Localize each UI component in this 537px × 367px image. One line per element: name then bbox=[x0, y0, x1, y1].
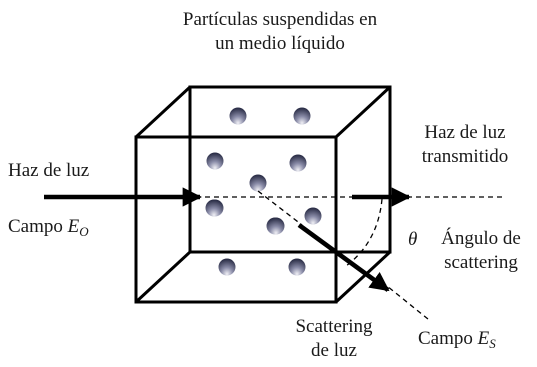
scattering-path-dashed bbox=[257, 190, 303, 226]
incident-field-prefix: Campo bbox=[8, 216, 68, 237]
incident-field-subscript: O bbox=[79, 224, 89, 239]
title-line-2: un medio líquido bbox=[215, 33, 345, 54]
incident-field-symbol: E bbox=[67, 216, 80, 237]
particle bbox=[289, 154, 307, 172]
particles bbox=[205, 107, 322, 276]
angle-line-1: Ángulo de bbox=[441, 228, 521, 249]
particle bbox=[293, 107, 311, 125]
diagram-title: Partículas suspendidas en un medio líqui… bbox=[140, 8, 420, 56]
cube-front-face bbox=[134, 135, 338, 304]
cube-edge-bottom-right bbox=[334, 250, 392, 304]
incident-field-label: Campo EO bbox=[8, 215, 89, 244]
scattered-field-symbol: E bbox=[477, 328, 490, 349]
transmitted-line-2: transmitido bbox=[421, 146, 509, 167]
transmitted-line-1: Haz de luz bbox=[424, 122, 506, 143]
particle bbox=[229, 107, 247, 125]
scattered-field-prefix: Campo bbox=[418, 328, 478, 349]
particle bbox=[249, 174, 267, 192]
scattered-beam-arrow bbox=[297, 223, 390, 292]
incident-beam-label: Haz de luz bbox=[8, 160, 90, 181]
scattering-line-1: Scattering bbox=[295, 316, 373, 337]
cube-edge-top-left bbox=[134, 85, 192, 139]
scattered-extension-dashed bbox=[381, 281, 429, 320]
particle bbox=[267, 217, 285, 235]
scattering-label: Scattering de luz bbox=[280, 315, 388, 363]
particle bbox=[206, 152, 224, 170]
title-line-1: Partículas suspendidas en bbox=[182, 9, 378, 30]
scattering-line-2: de luz bbox=[311, 340, 357, 361]
scattering-angle-arc bbox=[345, 198, 383, 267]
cube-edge-top-right bbox=[334, 85, 392, 139]
scattered-field-label: Campo ES bbox=[418, 327, 496, 356]
angle-line-2: scattering bbox=[444, 252, 518, 273]
scattering-angle-label: Ángulo de scattering bbox=[428, 227, 534, 275]
particle bbox=[218, 258, 236, 276]
theta-symbol: θ bbox=[408, 229, 418, 250]
cube-edge-bottom-left bbox=[134, 250, 192, 304]
cube-back-face bbox=[188, 85, 392, 254]
transmitted-beam-label: Haz de luz transmitido bbox=[405, 121, 525, 169]
particle bbox=[205, 199, 223, 217]
particle bbox=[288, 258, 306, 276]
scattered-field-subscript: S bbox=[489, 336, 496, 351]
particle bbox=[304, 207, 322, 225]
